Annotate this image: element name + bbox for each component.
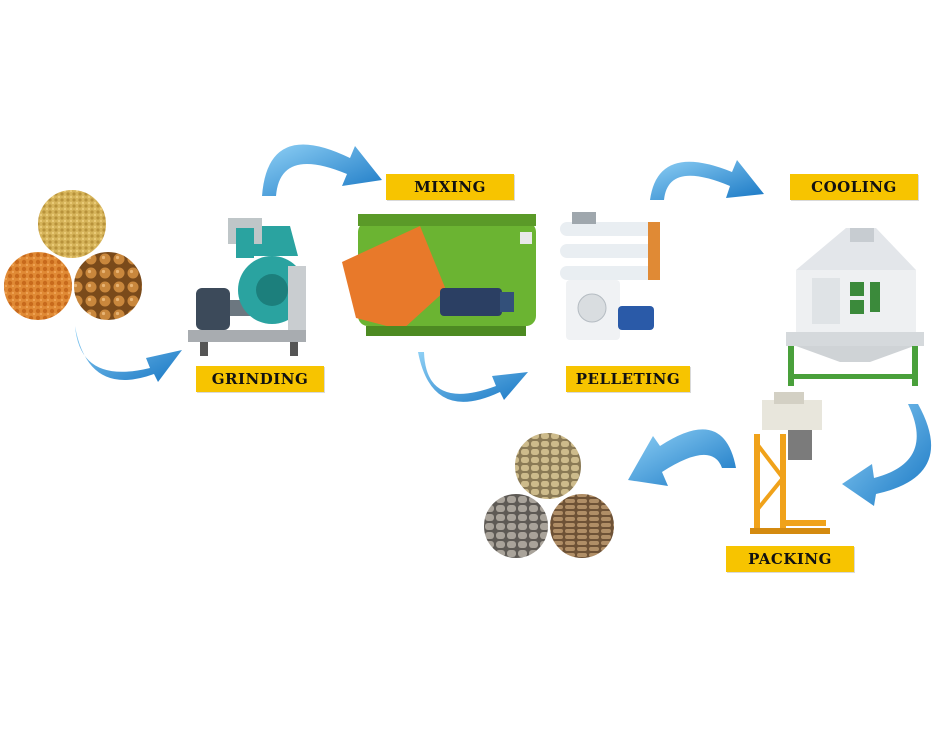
step-label-grinding: GRINDING	[196, 366, 324, 392]
flow-arrow-icon	[842, 404, 932, 506]
flow-arrow-icon	[650, 160, 764, 200]
flow-arrow-icon	[75, 326, 182, 382]
step-label-pelleting: PELLETING	[566, 366, 690, 392]
step-label-mixing: MIXING	[386, 174, 514, 200]
mixing-machine-icon	[342, 214, 536, 336]
flow-arrow-icon	[628, 429, 736, 486]
raw-material-circles-icon	[2, 188, 144, 322]
grinding-machine-icon	[188, 218, 306, 356]
feed-pellet-circles-icon	[482, 431, 616, 560]
pellet-mill-icon	[560, 212, 660, 340]
flow-arrow-icon	[418, 352, 528, 402]
step-label-packing: PACKING	[726, 546, 854, 572]
flow-arrow-icon	[262, 144, 382, 196]
cooler-machine-icon	[786, 228, 924, 386]
step-label-cooling: COOLING	[790, 174, 918, 200]
packing-machine-icon	[750, 392, 830, 534]
